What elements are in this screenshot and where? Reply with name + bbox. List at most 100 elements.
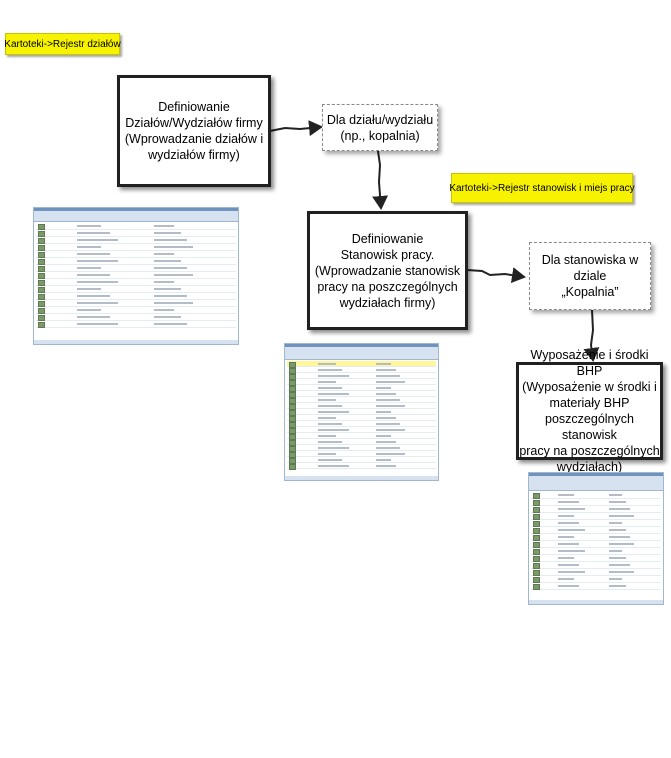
thumbnail-row — [36, 244, 236, 251]
row-text — [77, 246, 101, 248]
row-text — [154, 302, 193, 304]
thumbnail-row — [531, 569, 661, 576]
thumbnail-row — [36, 300, 236, 307]
row-text — [77, 239, 118, 241]
row-icon — [533, 514, 540, 520]
thumbnail-row — [287, 385, 436, 392]
connector-positions-to-stanowisko — [466, 267, 526, 284]
row-text — [318, 423, 342, 425]
row-text — [376, 399, 400, 401]
row-text — [558, 571, 585, 573]
row-icon — [533, 521, 540, 527]
row-text — [154, 309, 174, 311]
thumbnail-row — [287, 379, 436, 386]
row-text — [609, 501, 626, 503]
row-text — [77, 274, 110, 276]
row-icon — [533, 528, 540, 534]
row-text — [318, 465, 349, 467]
row-text — [154, 267, 187, 269]
row-text — [318, 393, 349, 395]
row-text — [558, 494, 574, 496]
row-text — [77, 323, 118, 325]
row-icon — [289, 452, 296, 458]
row-text — [609, 543, 634, 545]
thumbnail-row — [287, 391, 436, 398]
row-text — [609, 550, 622, 552]
row-text — [154, 260, 181, 262]
row-text — [77, 225, 101, 227]
row-text — [558, 515, 574, 517]
row-icon — [289, 410, 296, 416]
row-text — [609, 578, 622, 580]
row-icon — [38, 273, 45, 279]
row-icon — [533, 584, 540, 590]
row-text — [77, 295, 110, 297]
row-text — [154, 323, 187, 325]
thumbnail-row — [531, 576, 661, 583]
row-text — [609, 508, 630, 510]
row-text — [154, 239, 187, 241]
row-text — [77, 232, 110, 234]
row-icon — [289, 416, 296, 422]
thumbnail-row — [287, 409, 436, 416]
thumbnail-row — [287, 463, 436, 470]
row-text — [558, 585, 579, 587]
thumbnail-row — [36, 293, 236, 300]
equipment-box: Wyposażenie i środki BHP (Wyposażenie w … — [516, 348, 663, 474]
row-icon — [289, 458, 296, 464]
row-icon — [289, 404, 296, 410]
row-icon — [38, 322, 45, 328]
row-text — [318, 447, 349, 449]
row-text — [376, 405, 405, 407]
row-text — [376, 411, 391, 413]
define-departments-text: Definiowanie Działów/Wydziałów firmy (Wp… — [124, 100, 264, 162]
row-text — [376, 363, 391, 365]
row-text — [558, 578, 574, 580]
row-icon — [38, 238, 45, 244]
row-icon — [533, 535, 540, 541]
row-text — [77, 309, 101, 311]
row-text — [318, 459, 342, 461]
thumbnail-header — [34, 211, 238, 222]
row-text — [154, 316, 181, 318]
connector-kopalnia-to-positions — [372, 150, 389, 210]
row-icon — [38, 259, 45, 265]
thumbnail-row — [287, 403, 436, 410]
row-icon — [533, 507, 540, 513]
row-text — [154, 253, 174, 255]
row-text — [77, 316, 110, 318]
row-icon — [289, 464, 296, 470]
row-text — [558, 564, 579, 566]
row-text — [609, 494, 622, 496]
row-text — [318, 411, 349, 413]
row-icon — [38, 252, 45, 258]
row-icon — [38, 287, 45, 293]
row-text — [318, 387, 342, 389]
thumbnail-footer — [529, 600, 663, 604]
row-text — [609, 571, 634, 573]
thumbnail-row — [531, 499, 661, 506]
row-icon — [38, 231, 45, 237]
row-icon — [289, 446, 296, 452]
thumbnail-row — [287, 367, 436, 374]
row-icon — [533, 577, 540, 583]
row-text — [77, 288, 101, 290]
row-text — [154, 225, 174, 227]
define-departments-box: Definiowanie Działów/Wydziałów firmy (Wp… — [117, 75, 271, 187]
row-text — [376, 417, 396, 419]
row-text — [376, 429, 405, 431]
thumbnail-header — [285, 347, 438, 360]
thumbnail-footer — [285, 476, 438, 480]
row-text — [609, 564, 630, 566]
departments-menu-path-note: Kartoteki->Rejestr działów — [4, 33, 121, 55]
row-icon — [38, 245, 45, 251]
row-icon — [533, 563, 540, 569]
row-text — [609, 529, 626, 531]
for-position-box: Dla stanowiska w dziale „Kopalnia” — [529, 242, 651, 310]
thumbnail-row — [287, 451, 436, 458]
row-icon — [289, 428, 296, 434]
thumbnail-row — [531, 583, 661, 590]
row-text — [376, 441, 396, 443]
thumbnail-footer — [34, 340, 238, 344]
for-position-text: Dla stanowiska w dziale „Kopalnia” — [541, 253, 639, 299]
